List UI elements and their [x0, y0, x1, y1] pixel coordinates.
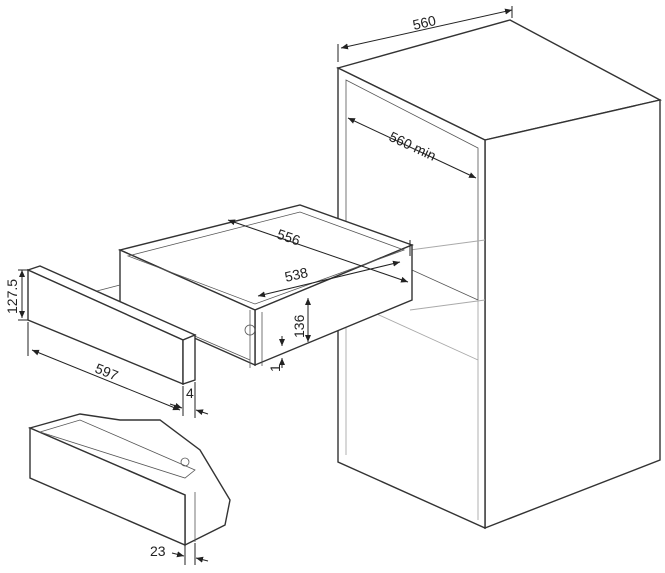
dim-drawer-height: 136 [291, 314, 307, 338]
dim-gap-bottom: 1 [267, 364, 283, 372]
dim-front-panel-width: 597 [93, 360, 121, 384]
dim-drawer-depth: 556 [275, 226, 302, 249]
dimension-lines [18, 6, 513, 565]
cabinet [336, 19, 662, 530]
dim-cabinet-width: 560 [411, 12, 438, 33]
front-detail [27, 413, 231, 547]
dim-front-offset: 4 [186, 385, 194, 401]
dim-drawer-inner-depth: 538 [283, 264, 310, 285]
dim-front-thickness: 23 [150, 543, 166, 559]
dim-front-panel-height: 127.5 [4, 279, 20, 314]
